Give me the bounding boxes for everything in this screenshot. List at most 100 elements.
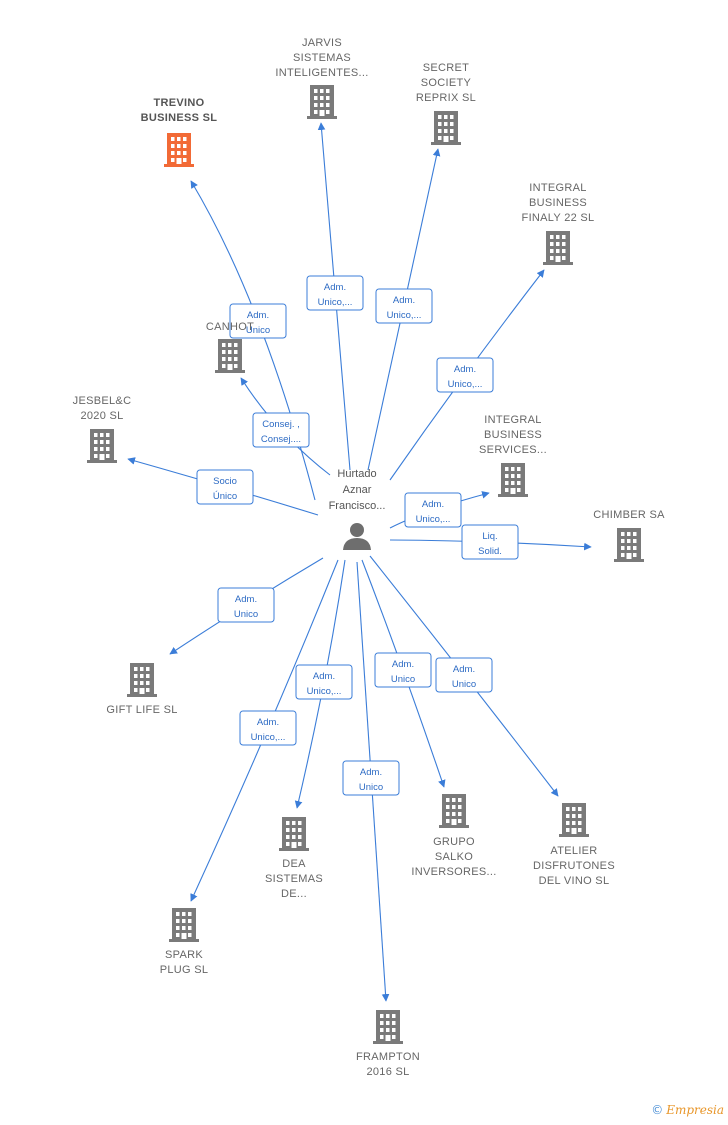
company-node-integralserv[interactable]: INTEGRALBUSINESSSERVICES... — [479, 414, 547, 497]
building-icon — [373, 1010, 403, 1044]
edge-dea[interactable]: Adm.Unico,... — [294, 559, 353, 809]
edge-label-box[interactable] — [374, 652, 432, 688]
building-icon — [127, 663, 157, 697]
company-name: DEL VINO SL — [539, 875, 610, 887]
edge-label-text: Adm. — [360, 767, 382, 778]
edge-label-box[interactable] — [375, 288, 433, 324]
building-icon — [498, 463, 528, 497]
company-name: FINALY 22 SL — [522, 212, 595, 224]
company-name: DE... — [281, 888, 307, 900]
company-name: SISTEMAS — [265, 873, 323, 885]
building-icon — [431, 111, 461, 145]
company-name: REPRIX SL — [416, 92, 476, 104]
company-name: DEA — [282, 858, 306, 870]
building-icon — [279, 817, 309, 851]
edge-label-text: Socio — [213, 476, 237, 487]
company-name: SPARK — [165, 949, 203, 961]
person-name: Aznar — [343, 484, 372, 496]
company-node-canhot[interactable]: CANHOT — [206, 321, 254, 373]
edge-label-text: Unico — [452, 679, 476, 690]
edge-label-text: Unico,... — [416, 514, 451, 525]
company-node-grupo[interactable]: GRUPOSALKOINVERSORES... — [411, 794, 496, 878]
company-node-trevino[interactable]: TREVINO BUSINESS SL — [141, 97, 218, 167]
building-icon — [164, 133, 194, 167]
edge-label-box[interactable] — [217, 587, 275, 623]
company-node-jarvis[interactable]: JARVISSISTEMASINTELIGENTES... — [275, 37, 368, 119]
company-name: SALKO — [435, 851, 473, 863]
edge-label-text: Unico — [246, 325, 270, 336]
edge-frampton[interactable]: Adm. Unico — [342, 561, 400, 1002]
edge-label-text: Unico,... — [448, 379, 483, 390]
edge-label-text: Unico,... — [387, 310, 422, 321]
company-node-frampton[interactable]: FRAMPTON 2016 SL — [356, 1010, 420, 1078]
edge-integral22[interactable]: Adm. Unico,... — [389, 269, 545, 481]
person-name: Francisco... — [329, 500, 386, 512]
edge-label-text: Adm. — [313, 671, 335, 682]
empresia-watermark: ©Empresia — [651, 1103, 724, 1117]
edge-label-text: Adm. — [454, 364, 476, 375]
edge-secret[interactable]: Adm. Unico,... — [367, 148, 441, 471]
company-name: GIFT LIFE SL — [106, 704, 177, 716]
company-name: SISTEMAS — [293, 52, 351, 64]
building-icon — [307, 85, 337, 119]
company-name: PLUG SL — [160, 964, 209, 976]
edge-label-text: Solid. — [478, 546, 502, 557]
edge-label-text: Adm. — [393, 295, 415, 306]
company-node-spark[interactable]: SPARK PLUG SL — [160, 908, 209, 976]
edge-label-text: Unico — [359, 782, 383, 793]
edge-label-box[interactable] — [461, 524, 519, 560]
person-name: Hurtado — [337, 468, 376, 480]
edge-canhot[interactable]: Consej. , Consej.... — [240, 377, 331, 476]
company-name: CANHOT — [206, 321, 254, 333]
edge-jarvis[interactable]: Adm. Unico,... — [306, 122, 364, 471]
company-name: INTEGRAL — [484, 414, 541, 426]
company-node-atelier[interactable]: ATELIER DISFRUTONES DEL VINO SL — [533, 803, 615, 887]
building-icon — [87, 429, 117, 463]
company-name: CHIMBER SA — [593, 509, 665, 521]
edge-label-text: Liq. — [482, 531, 497, 542]
edge-label-text: Único — [213, 491, 237, 502]
company-name: ATELIER — [550, 845, 597, 857]
edge-label-box[interactable] — [239, 710, 297, 746]
company-name: INTEGRAL — [529, 182, 586, 194]
edge-label-text: Adm. — [235, 594, 257, 605]
edge-label-box[interactable] — [435, 657, 493, 693]
edge-label-text: Unico,... — [251, 732, 286, 743]
company-name: BUSINESS SL — [141, 112, 218, 124]
edge-label-box[interactable] — [306, 275, 364, 311]
edge-grupo[interactable]: Adm.Unico — [361, 559, 446, 788]
edge-label-box[interactable] — [295, 664, 353, 700]
company-name: DISFRUTONES — [533, 860, 615, 872]
edge-label-box[interactable] — [196, 469, 254, 505]
company-node-integral22[interactable]: INTEGRAL BUSINESS FINALY 22 SL — [522, 182, 595, 265]
edge-spark[interactable]: Adm. Unico,... — [190, 559, 339, 902]
edge-giftlife[interactable]: Adm.Unico — [169, 557, 324, 655]
company-name: BUSINESS — [484, 429, 542, 441]
edge-label-box[interactable] — [252, 412, 310, 448]
building-icon — [543, 231, 573, 265]
edge-label-box[interactable] — [436, 357, 494, 393]
company-name: 2016 SL — [366, 1066, 409, 1078]
edge-label-box[interactable] — [342, 760, 400, 796]
company-node-giftlife[interactable]: GIFT LIFE SL — [106, 663, 177, 716]
edge-label-box[interactable] — [404, 492, 462, 528]
edge-label-box[interactable] — [229, 303, 287, 339]
edge-label-text: Adm. — [324, 282, 346, 293]
edge-integralserv[interactable]: Adm.Unico,... — [389, 491, 490, 529]
company-name: JARVIS — [302, 37, 342, 49]
edge-atelier[interactable]: Adm.Unico — [369, 555, 559, 797]
company-name: FRAMPTON — [356, 1051, 420, 1063]
company-name: TREVINO — [154, 97, 205, 109]
edge-label-text: Consej.... — [261, 434, 301, 445]
company-node-dea[interactable]: DEA SISTEMAS DE... — [265, 817, 323, 900]
edge-label-text: Consej. , — [262, 419, 300, 430]
edge-trevino[interactable]: Adm.Unico — [190, 180, 316, 501]
edge-label-text: Unico,... — [318, 297, 353, 308]
company-node-chimber[interactable]: CHIMBER SA — [593, 509, 665, 562]
company-name: BUSINESS — [529, 197, 587, 209]
person-node-center[interactable]: HurtadoAznarFrancisco... — [329, 468, 386, 550]
edge-chimber[interactable]: Liq. Solid. — [389, 524, 592, 560]
